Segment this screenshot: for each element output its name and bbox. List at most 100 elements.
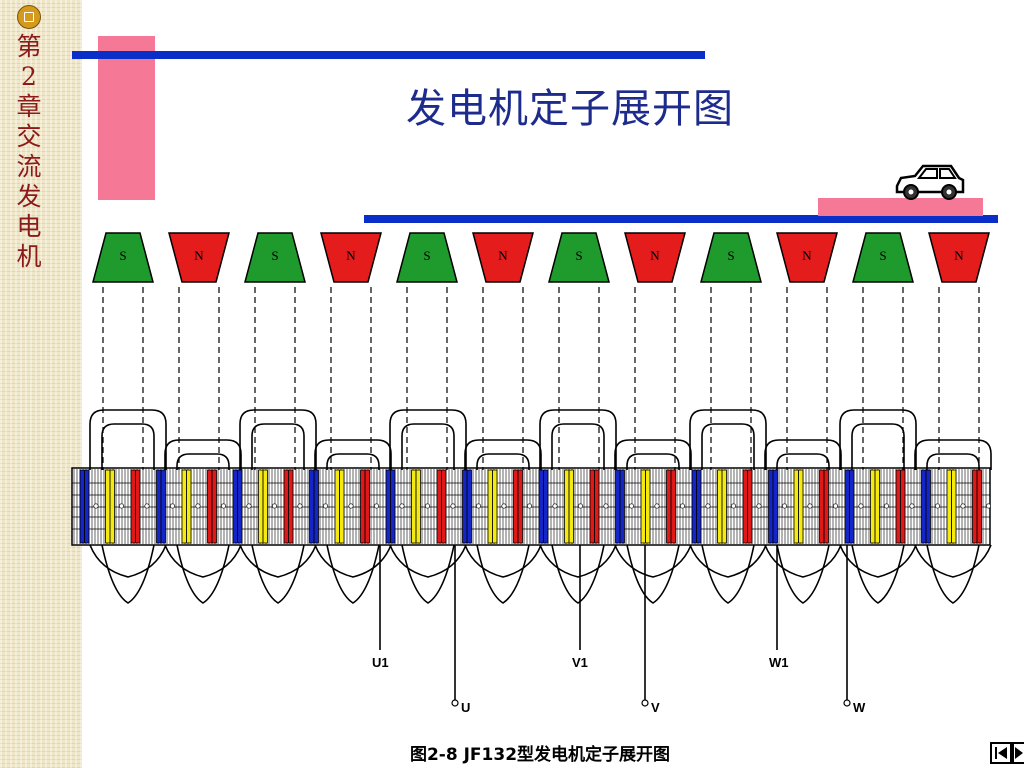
coil-loop-bottom-outer — [776, 544, 830, 604]
slot-mark — [552, 503, 558, 509]
coil-loop-inner — [326, 453, 380, 470]
output-terminal-label: U — [461, 700, 470, 715]
slot-mark — [985, 503, 992, 509]
chapter-title: 第 2 章 交 流 发 电 机 — [14, 32, 44, 272]
slot-mark — [858, 503, 864, 509]
decor-blue-middle-line — [364, 215, 998, 223]
chapter-char: 流 — [16, 152, 42, 181]
slot-mark — [144, 503, 150, 509]
pole-n — [928, 232, 990, 283]
slot-mark — [195, 503, 201, 509]
pole-label: N — [346, 248, 356, 263]
chapter-badge-icon[interactable] — [17, 5, 41, 29]
nav-last-button[interactable] — [1012, 742, 1024, 764]
slot-mark — [654, 503, 660, 509]
chapter-char: 章 — [16, 92, 42, 121]
chapter-char: 交 — [16, 122, 42, 151]
slot-mark — [271, 503, 278, 509]
decor-pink-vertical-bar — [98, 36, 155, 200]
coil-loop-bottom — [314, 544, 392, 578]
pole-s — [700, 232, 762, 283]
coil-loop-bottom-outer — [551, 544, 605, 604]
coil-loop-inner — [551, 423, 605, 470]
pole-n — [472, 232, 534, 283]
coil-loop-bottom — [539, 544, 617, 578]
slot-mark — [399, 503, 405, 509]
coil-loop-top — [89, 409, 167, 470]
slot-mark — [501, 503, 507, 509]
coil-loop-bottom — [689, 544, 767, 578]
coil-loop-bottom — [89, 544, 167, 578]
terminal-point — [843, 699, 851, 707]
slot-mark — [220, 503, 227, 509]
page-title: 发电机定子展开图 — [406, 86, 734, 132]
coil-loop-bottom-outer — [251, 544, 305, 604]
stator-slots — [79, 469, 992, 544]
pole-label: S — [879, 248, 886, 263]
pole-label: N — [954, 248, 964, 263]
alignment-lines — [102, 287, 980, 470]
slot-mark — [169, 503, 176, 509]
slot-mark — [118, 503, 125, 509]
slot-mark — [603, 503, 609, 509]
slot-mark — [577, 503, 584, 509]
chapter-char: 2 — [21, 62, 37, 91]
car-icon — [895, 164, 965, 200]
pole-label: S — [575, 248, 582, 263]
terminal-point — [641, 699, 649, 707]
slot-mark — [960, 503, 966, 509]
pole-n — [776, 232, 838, 283]
slot-mark — [373, 503, 380, 509]
pole-label: S — [423, 248, 430, 263]
coil-loop-inner — [251, 423, 305, 470]
slot-mark — [526, 503, 533, 509]
slot-mark — [832, 503, 839, 509]
pole-label: N — [194, 248, 204, 263]
pole-s — [92, 232, 154, 283]
terminal-leads — [379, 545, 851, 707]
coil-loop-top — [539, 409, 617, 470]
coil-loop-bottom-outer — [926, 544, 980, 604]
coil-loop-bottom-outer — [476, 544, 530, 604]
coil-loop-bottom — [764, 544, 842, 578]
chapter-sidebar: 第 2 章 交 流 发 电 机 — [0, 0, 82, 768]
chapter-char: 第 — [16, 32, 42, 61]
decor-blue-top-line — [72, 51, 705, 59]
coil-loop-bottom — [164, 544, 242, 578]
coil-loop-top — [914, 439, 992, 470]
slot-mark — [93, 503, 99, 509]
slot-mark — [705, 503, 711, 509]
slot-mark — [883, 503, 890, 509]
slot-mark — [475, 503, 482, 509]
coil-loop-top — [389, 409, 467, 470]
terminal-point — [451, 699, 459, 707]
slot-mark — [297, 503, 303, 509]
pole-s — [396, 232, 458, 283]
figure-caption: 图2-8 JF132型发电机定子展开图 — [409, 745, 671, 765]
skip-forward-icon — [1015, 747, 1023, 759]
coil-loop-inner — [401, 423, 455, 470]
slot-mark — [934, 503, 941, 509]
coil-loop-bottom-outer — [401, 544, 455, 604]
coil-loop-bottom — [914, 544, 992, 578]
coil-loop-inner — [101, 423, 155, 470]
coil-loop-inner — [701, 423, 755, 470]
coil-loop-bottom — [614, 544, 692, 578]
pole-label: S — [271, 248, 278, 263]
pole-n — [624, 232, 686, 283]
slot-mark — [424, 503, 431, 509]
coil-loop-bottom — [239, 544, 317, 578]
pole-s — [852, 232, 914, 283]
coil-loop-inner — [176, 453, 230, 470]
start-terminal-label: V1 — [572, 655, 588, 670]
coil-loop-top — [839, 409, 917, 470]
slot-mark — [348, 503, 354, 509]
decor-pink-horizontal-bar — [818, 198, 983, 216]
pole-label: S — [119, 248, 126, 263]
slot-mark — [628, 503, 635, 509]
start-terminal-label: W1 — [769, 655, 789, 670]
coil-loop-top — [239, 409, 317, 470]
slot-mark — [322, 503, 329, 509]
coil-loop-inner — [626, 453, 680, 470]
nav-first-button[interactable] — [990, 742, 1012, 764]
